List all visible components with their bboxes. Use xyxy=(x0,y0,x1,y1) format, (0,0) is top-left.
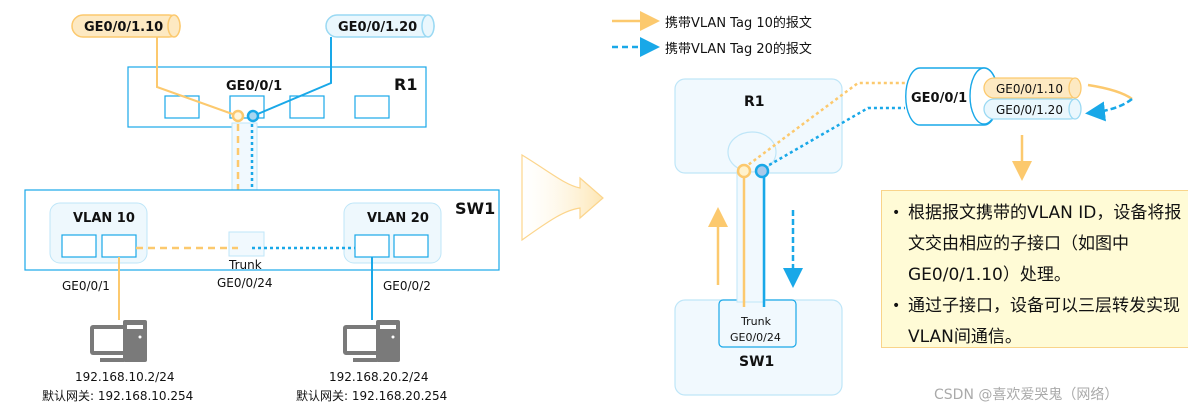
router-port-4 xyxy=(354,95,390,119)
trunk-label: Trunk xyxy=(228,258,262,272)
subif20-label: GE0/0/1.20 xyxy=(338,20,417,35)
trunk-label-right: Trunk xyxy=(740,315,772,328)
sw-port-b xyxy=(393,234,429,258)
vlan20-tag-dot-right xyxy=(754,163,770,179)
trunk-channel-right xyxy=(736,171,766,303)
subif20-cylinder: GE0/0/1.20 xyxy=(325,14,435,38)
subif20-link xyxy=(252,37,332,117)
subif10-cylinder-right: GE0/0/1.10 xyxy=(983,77,1082,99)
note-bullet-2: 通过子接口，设备可以三层转发实现VLAN间通信。 xyxy=(892,291,1182,353)
sw1-name: SW1 xyxy=(739,354,774,370)
vlan10-label: VLAN 10 xyxy=(73,211,135,226)
sw-port-ge002 xyxy=(354,234,390,258)
sw-port-ge001 xyxy=(101,234,137,258)
subif20-cylinder-right: GE0/0/1.20 xyxy=(983,98,1082,120)
transition-arrow-icon xyxy=(521,153,604,242)
subif10-label: GE0/0/1.10 xyxy=(84,20,163,35)
main-interface-cylinder: GE0/0/1 xyxy=(905,67,999,126)
vlan10-tag-dot-right xyxy=(736,163,752,179)
subif10-cylinder: GE0/0/1.10 xyxy=(71,14,181,38)
vlan20-tag-dot xyxy=(246,109,260,123)
legend-tag20: 携带VLAN Tag 20的报文 xyxy=(665,42,812,57)
router-name: R1 xyxy=(394,75,417,94)
routing-curve-in xyxy=(1087,83,1133,101)
sw-port-a xyxy=(61,234,97,258)
routing-curve-out-icon xyxy=(1085,98,1133,122)
vlan20-to-subif-path xyxy=(763,106,905,170)
note-bullet-1: 根据报文携带的VLAN ID，设备将报文交由相应的子接口（如图中GE0/0/1.… xyxy=(892,198,1182,291)
vlan10-tag-dot xyxy=(231,109,245,123)
subif10-label-right: GE0/0/1.10 xyxy=(996,82,1063,96)
main-interface-label: GE0/0/1 xyxy=(911,91,967,106)
trunk-port-label: GE0/0/24 xyxy=(217,276,273,290)
sw-port1-label: GE0/0/1 xyxy=(62,279,110,293)
r1-name: R1 xyxy=(744,94,765,110)
trunk-port-box xyxy=(228,231,265,257)
watermark: CSDN @喜欢爱哭鬼（网络） xyxy=(934,387,1119,403)
router-port-label: GE0/0/1 xyxy=(226,79,282,94)
explanation-note: 根据报文携带的VLAN ID，设备将报文交由相应的子接口（如图中GE0/0/1.… xyxy=(881,190,1188,348)
pc2-computer-icon xyxy=(343,320,400,362)
pc1-gateway: 默认网关: 192.168.10.254 xyxy=(42,388,193,403)
vlan20-label: VLAN 20 xyxy=(367,211,429,226)
legend-tag10: 携带VLAN Tag 10的报文 xyxy=(665,16,812,31)
trunk-port-label-right: GE0/0/24 xyxy=(730,331,781,344)
router-port-3 xyxy=(289,95,325,119)
switch-name: SW1 xyxy=(455,199,495,218)
pc1-ip: 192.168.10.2/24 xyxy=(75,370,174,384)
pc2-ip: 192.168.20.2/24 xyxy=(329,370,428,384)
pc1-computer-icon xyxy=(90,320,147,362)
subif20-label-right: GE0/0/1.20 xyxy=(996,103,1063,117)
pc2-gateway: 默认网关: 192.168.20.254 xyxy=(296,388,447,403)
subif10-link xyxy=(156,37,239,117)
sw-port2-label: GE0/0/2 xyxy=(383,279,431,293)
